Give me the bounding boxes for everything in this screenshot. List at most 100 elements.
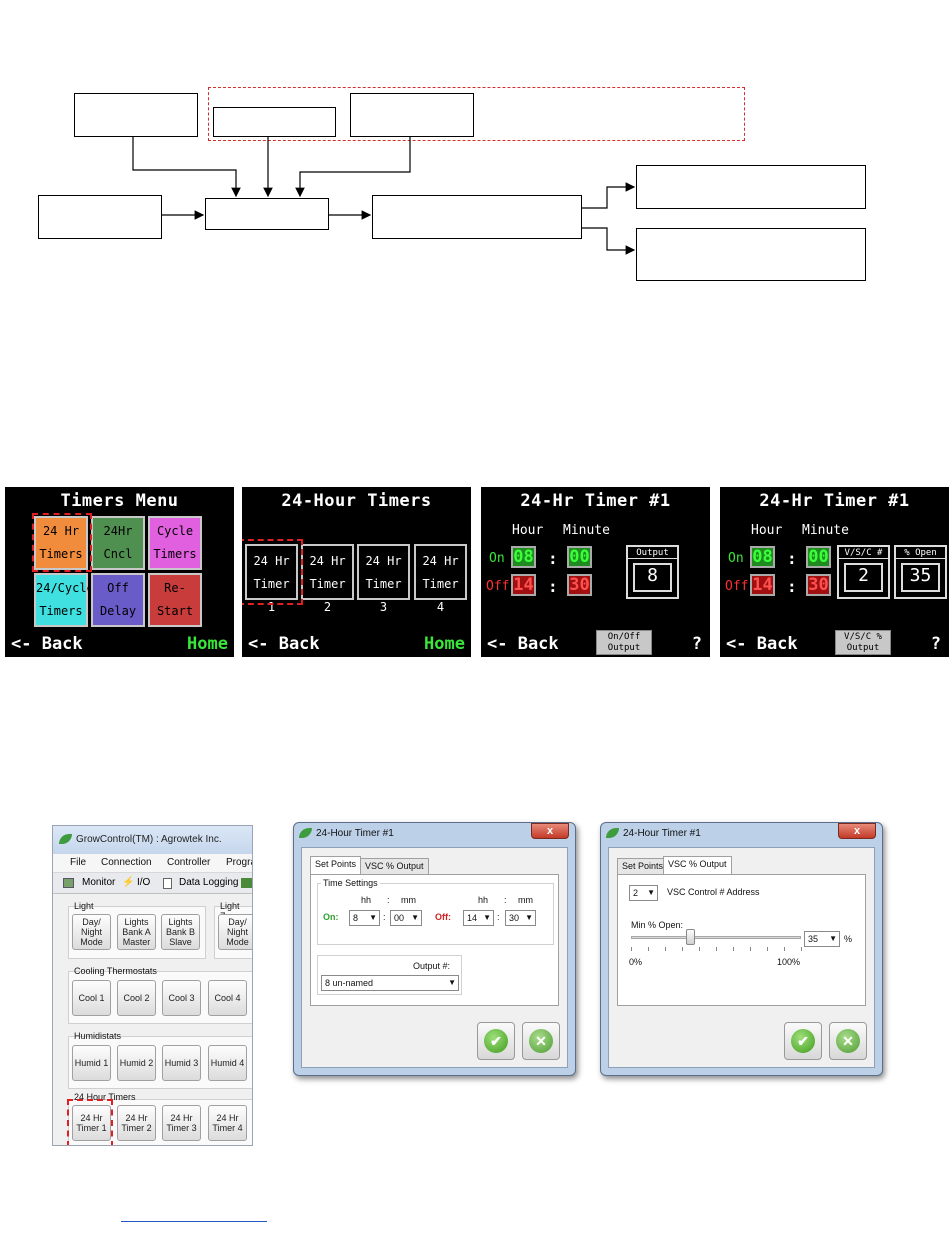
btn-humid-2[interactable]: Humid 2 xyxy=(117,1045,156,1081)
slider-tick xyxy=(767,947,768,951)
minute-label: Minute xyxy=(563,523,610,538)
toolbar-data-logging[interactable]: Data Logging xyxy=(179,877,239,888)
off-mm-select[interactable]: 30▼ xyxy=(505,910,536,926)
btn-cool-2[interactable]: Cool 2 xyxy=(117,980,156,1016)
output-box[interactable]: Output 8 xyxy=(626,545,679,599)
toolbar-monitor[interactable]: Monitor xyxy=(82,877,116,888)
btn-24hr-timer-1[interactable]: 24 Hr Timer 1 xyxy=(72,1105,111,1141)
menu-program[interactable]: Progra xyxy=(226,857,252,868)
btn-lights-bank-a[interactable]: Lights Bank A Master xyxy=(117,914,156,950)
scale-max-label: 100% xyxy=(777,957,801,967)
app-leaf-icon xyxy=(299,828,312,838)
btn-cool-4[interactable]: Cool 4 xyxy=(208,980,247,1016)
tab-set-points[interactable]: Set Points xyxy=(310,856,362,874)
group-label-cooling: Cooling Thermostats xyxy=(74,966,157,976)
home-button[interactable]: Home xyxy=(187,634,228,654)
btn-lights-bank-b[interactable]: Lights Bank B Slave xyxy=(161,914,200,950)
btn-24hr-timer-4[interactable]: 24 Hr Timer 4 xyxy=(208,1105,247,1141)
hyperlink-underline[interactable] xyxy=(121,1221,267,1222)
app-leaf-icon xyxy=(59,834,72,844)
btn-24hr-timer-3[interactable]: 24 Hr Timer 3 xyxy=(162,1105,201,1141)
on-hour-field[interactable]: 08 xyxy=(750,546,775,568)
tile-24-cycle-timers[interactable]: 24/Cycle Timers xyxy=(34,573,94,627)
tile-cycle-timers[interactable]: Cycle Timers xyxy=(148,516,202,570)
back-button[interactable]: <- Back xyxy=(726,634,798,654)
tab-vsc-output[interactable]: VSC % Output xyxy=(663,856,732,874)
vsc-address-select[interactable]: 2▼ xyxy=(629,885,658,901)
on-hh-select[interactable]: 8▼ xyxy=(349,910,380,926)
tile-24hr-cncl-timers[interactable]: 24Hr Cncl Timers xyxy=(91,516,145,584)
cancel-button[interactable]: ✕ xyxy=(829,1022,867,1060)
on-label: On xyxy=(728,551,744,566)
menu-file[interactable]: File xyxy=(70,857,87,868)
on-mm-select[interactable]: 00▼ xyxy=(390,910,422,926)
vsc-address-box[interactable]: V/S/C # 2 xyxy=(837,545,890,599)
tile-off-delay-timers[interactable]: Off Delay Timers xyxy=(91,573,145,641)
ok-button[interactable]: ✔ xyxy=(784,1022,822,1060)
help-button[interactable]: ? xyxy=(691,634,702,654)
off-minute-field[interactable]: 30 xyxy=(806,574,831,596)
screen-title: Timers Menu xyxy=(60,491,179,511)
colon: : xyxy=(387,895,390,905)
onoff-output-button[interactable]: On/Off Output xyxy=(596,630,652,655)
tile-timer-2[interactable]: 24 Hr Timer 2 xyxy=(301,544,354,614)
colon: : xyxy=(497,912,500,922)
vsc-output-button[interactable]: V/S/C % Output xyxy=(835,630,891,655)
on-minute-field[interactable]: 00 xyxy=(567,546,592,568)
tile-timer-1[interactable]: 24 Hr Timer 1 xyxy=(245,544,298,614)
cancel-button[interactable]: ✕ xyxy=(522,1022,560,1060)
close-icon[interactable]: x xyxy=(838,823,876,839)
on-minute-field[interactable]: 00 xyxy=(806,546,831,568)
toolbar: Monitor ⚡ I/O Data Logging xyxy=(53,872,252,894)
off-hh-value: 14 xyxy=(467,913,478,923)
toolbar-io[interactable]: I/O xyxy=(137,877,151,888)
output-label: Output #: xyxy=(413,961,451,971)
output-select[interactable]: 8 un-named▼ xyxy=(321,975,459,991)
tab-set-points[interactable]: Set Points xyxy=(617,858,669,874)
slider-tick xyxy=(631,947,632,951)
screen-title: 24-Hr Timer #1 xyxy=(520,491,671,511)
off-minute-field[interactable]: 30 xyxy=(567,574,592,596)
menu-controller[interactable]: Controller xyxy=(167,857,211,868)
btn-day-night-mode[interactable]: Day/ Night Mode xyxy=(72,914,111,950)
btn-cool-3[interactable]: Cool 3 xyxy=(162,980,201,1016)
off-hour-field[interactable]: 14 xyxy=(750,574,775,596)
diagram-box-output-a xyxy=(636,165,866,209)
menu-connection[interactable]: Connection xyxy=(101,857,152,868)
colon: : xyxy=(504,895,507,905)
tile-24hr-timers[interactable]: 24 Hr Timers xyxy=(34,516,88,570)
tab-vsc-output[interactable]: VSC % Output xyxy=(360,858,429,874)
tile-restart-timers[interactable]: Re-Start Timers xyxy=(148,573,202,641)
btn-humid-3[interactable]: Humid 3 xyxy=(162,1045,201,1081)
back-button[interactable]: <- Back xyxy=(248,634,320,654)
dashed-group xyxy=(208,87,745,141)
on-hour-field[interactable]: 08 xyxy=(511,546,536,568)
off-hour-field[interactable]: 14 xyxy=(511,574,536,596)
btn-humid-4[interactable]: Humid 4 xyxy=(208,1045,247,1081)
tile-timer-3[interactable]: 24 Hr Timer 3 xyxy=(357,544,410,614)
btn-humid-1[interactable]: Humid 1 xyxy=(72,1045,111,1081)
output-value: 8 un-named xyxy=(325,978,374,988)
btn-24hr-timer-2[interactable]: 24 Hr Timer 2 xyxy=(117,1105,156,1141)
window-title: GrowControl(TM) : Agrowtek Inc. xyxy=(76,834,222,845)
tile-timer-4[interactable]: 24 Hr Timer 4 xyxy=(414,544,467,614)
help-button[interactable]: ? xyxy=(930,634,941,654)
vsc-address-label: VSC Control # Address xyxy=(667,887,760,897)
ok-button[interactable]: ✔ xyxy=(477,1022,515,1060)
home-button[interactable]: Home xyxy=(424,634,465,654)
slider-thumb[interactable] xyxy=(686,929,695,945)
on-label: On: xyxy=(323,912,339,922)
off-hh-select[interactable]: 14▼ xyxy=(463,910,494,926)
btn-zone-day-night[interactable]: Day/ Night Mode xyxy=(218,914,252,950)
percent-select[interactable]: 35▼ xyxy=(804,931,840,947)
chevron-down-icon: ▼ xyxy=(647,888,655,897)
open-value: 35 xyxy=(901,563,940,592)
close-icon[interactable]: x xyxy=(531,823,569,839)
percent-open-box[interactable]: % Open 35 xyxy=(894,545,947,599)
vsc-address-value: 2 xyxy=(633,888,639,898)
btn-cool-1[interactable]: Cool 1 xyxy=(72,980,111,1016)
back-button[interactable]: <- Back xyxy=(11,634,83,654)
screen-timer1-onoff: 24-Hr Timer #1 Hour Minute On Off 08 : 0… xyxy=(481,487,710,657)
connector xyxy=(295,137,411,198)
back-button[interactable]: <- Back xyxy=(487,634,559,654)
